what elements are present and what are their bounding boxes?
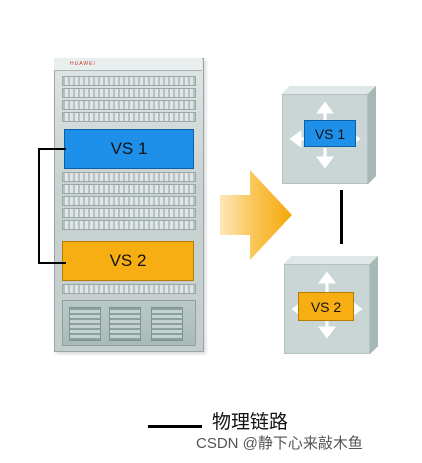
chassis-top-panel — [54, 58, 202, 71]
physical-link-right — [340, 190, 343, 244]
line-card — [62, 100, 196, 110]
power-bay — [62, 300, 196, 346]
line-card — [62, 76, 196, 86]
chassis-brand: HUAWEI — [70, 61, 96, 67]
line-card — [62, 196, 196, 206]
vs1-switch-label: VS 1 — [304, 120, 356, 147]
line-card — [62, 172, 196, 182]
transform-arrow-icon — [220, 170, 292, 260]
physical-link-left — [38, 148, 66, 264]
line-card — [62, 284, 196, 294]
watermark: CSDN @静下心来敲木鱼 — [196, 435, 363, 452]
line-card — [62, 184, 196, 194]
legend-label: 物理链路 — [212, 412, 289, 433]
legend-line-sample — [148, 425, 202, 428]
power-supply — [69, 307, 101, 341]
vs2-switch-label: VS 2 — [298, 292, 354, 321]
power-supply — [151, 307, 183, 341]
power-supply — [109, 307, 141, 341]
line-card — [62, 220, 196, 230]
line-card — [62, 208, 196, 218]
line-card — [62, 88, 196, 98]
line-card — [62, 112, 196, 122]
vs1-chassis-region: VS 1 — [64, 129, 194, 169]
vs2-chassis-region: VS 2 — [62, 241, 194, 281]
